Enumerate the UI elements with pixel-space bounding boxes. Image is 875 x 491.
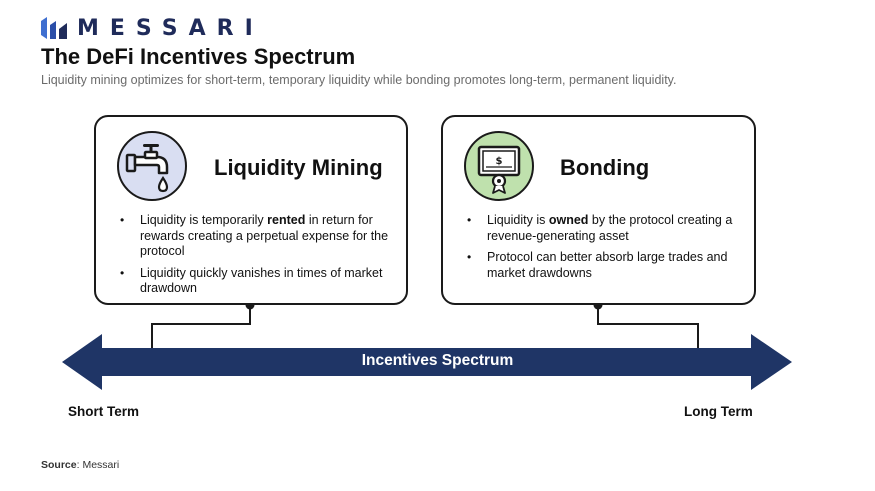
left-connector <box>151 305 251 348</box>
list-item: Liquidity quickly vanishes in times of m… <box>118 266 398 297</box>
liquidity-mining-title: Liquidity Mining <box>214 155 383 180</box>
spectrum-label: Incentives Spectrum <box>361 352 514 369</box>
bonding-bullets: Liquidity is owned by the protocol creat… <box>465 213 745 287</box>
faucet-icon <box>117 131 187 201</box>
page-title: The DeFi Incentives Spectrum <box>41 44 356 69</box>
bonding-card: $ Bonding Liquidity is owned by the prot… <box>441 115 756 305</box>
page-subtitle: Liquidity mining optimizes for short-ter… <box>41 73 677 87</box>
list-item: Liquidity is temporarily rented in retur… <box>118 213 398 260</box>
bond-certificate-icon: $ <box>464 131 534 201</box>
liquidity-mining-bullets: Liquidity is temporarily rented in retur… <box>118 213 398 303</box>
svg-text:$: $ <box>496 156 503 167</box>
bonding-title: Bonding <box>560 155 650 180</box>
right-connector <box>597 305 699 348</box>
source-note: Source: Messari <box>41 459 120 471</box>
logo-wordmark: MESSARI <box>77 15 264 41</box>
liquidity-mining-card: Liquidity Mining Liquidity is temporaril… <box>94 115 408 305</box>
messari-logo: MESSARI <box>41 14 264 42</box>
messari-logo-mark-icon <box>41 17 67 39</box>
long-term-label: Long Term <box>684 404 753 419</box>
list-item: Liquidity is owned by the protocol creat… <box>465 213 745 244</box>
short-term-label: Short Term <box>68 404 140 419</box>
list-item: Protocol can better absorb large trades … <box>465 250 745 281</box>
